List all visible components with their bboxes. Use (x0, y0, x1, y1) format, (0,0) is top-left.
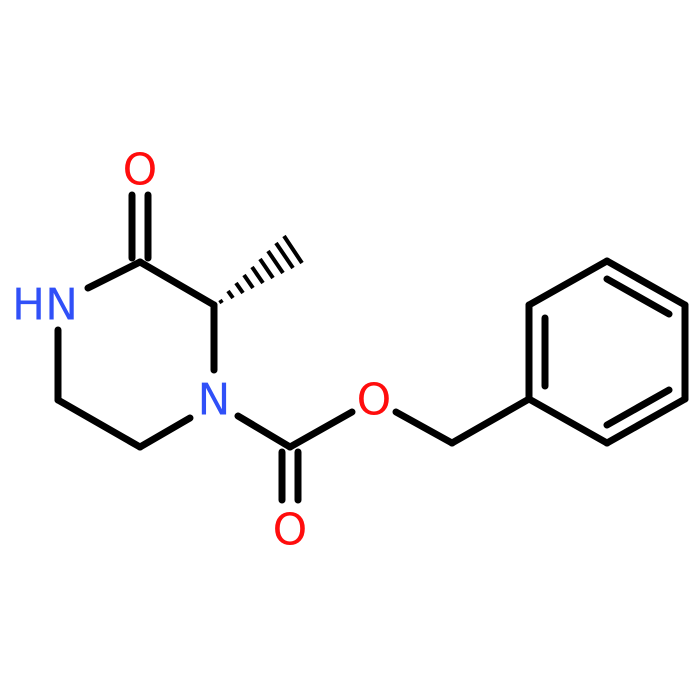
ketone-double-bond (128, 191, 152, 262)
atom-label-carbonyl-oxygen: O (123, 145, 158, 196)
bond-oester-ch2 (392, 408, 456, 447)
atom-label-amide-nitrogen: HN (12, 280, 78, 331)
bond-c6-c5 (54, 396, 144, 451)
bond-n4-c3 (84, 258, 144, 292)
atom-label-ring-nitrogen: N (198, 375, 231, 426)
ring-bonds (54, 258, 218, 451)
atom-labels: O HN N O O (12, 145, 391, 556)
bond-ccarb-oester (286, 408, 356, 451)
benzene-ring (525, 257, 689, 447)
aromatic-inner-top (603, 275, 673, 318)
atom-label-ester-oxygen: O (357, 375, 392, 426)
bond-ch2-ipso (448, 395, 533, 447)
carbamate-bonds (234, 395, 533, 504)
hashed-wedge-methyl (218, 234, 304, 305)
aromatic-inner-bottom (603, 386, 673, 429)
atom-label-carbamate-oxygen: O (273, 505, 308, 556)
bond-n1-c6 (136, 414, 194, 451)
bond-c3-c2 (136, 258, 218, 309)
bond-n1-ccarb (234, 412, 294, 451)
